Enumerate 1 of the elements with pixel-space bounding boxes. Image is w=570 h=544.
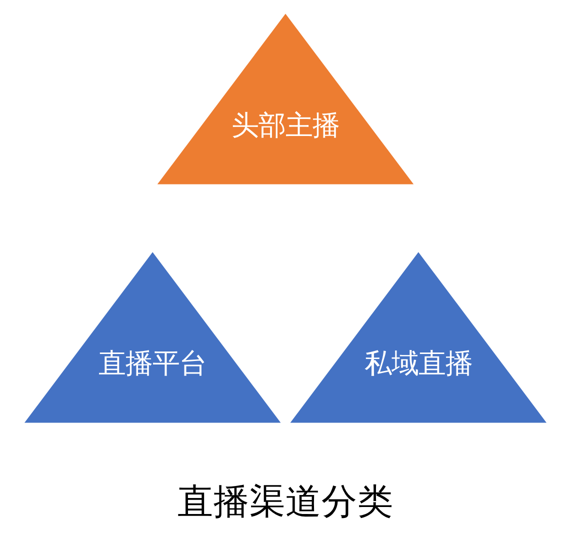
diagram-title: 直播渠道分类 xyxy=(177,482,393,523)
